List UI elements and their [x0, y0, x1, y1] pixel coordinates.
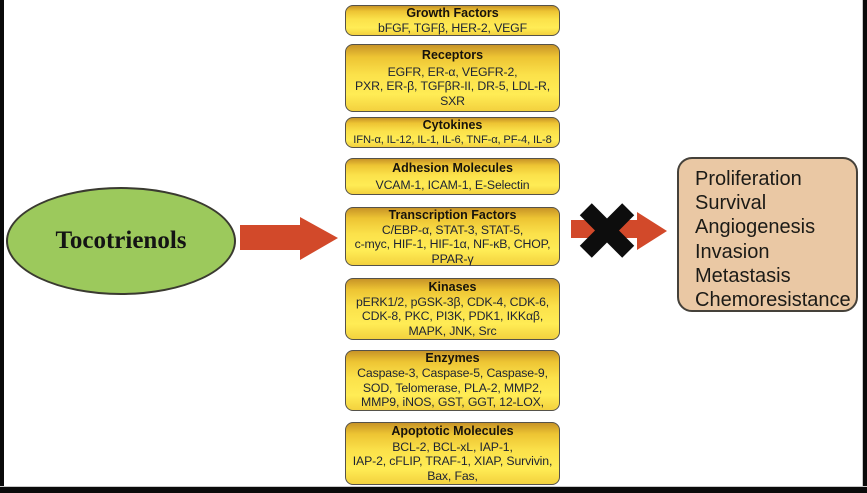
box-items: EGFR, ER-α, VEGFR-2, PXR, ER-β, TGFβR-II… — [354, 64, 551, 108]
target-box-cytokines: Cytokines IFN-α, IL-12, IL-1, IL-6, TNF-… — [345, 117, 560, 148]
frame-bar-right — [862, 0, 867, 493]
subject-label: Tocotrienols — [55, 227, 187, 254]
target-box-transcription-factors: Transcription Factors C/EBP-α, STAT-3, S… — [345, 207, 560, 266]
outcome-line: Proliferation — [695, 168, 802, 190]
outcomes-box: Proliferation Survival Angiogenesis Inva… — [677, 157, 858, 312]
box-title: Enzymes — [425, 351, 480, 366]
inhibition-x-icon — [579, 203, 635, 258]
target-box-enzymes: Enzymes Caspase-3, Caspase-5, Caspase-9,… — [345, 350, 560, 411]
outcome-line: Chemoresistance — [695, 289, 851, 312]
box-title: Growth Factors — [406, 6, 499, 20]
box-items: pERK1/2, pGSK-3β, CDK-4, CDK-6, CDK-8, P… — [355, 294, 550, 338]
outcome-line: Invasion — [695, 240, 770, 263]
outcome-line: Metastasis — [695, 264, 791, 287]
frame-bar-bottom — [0, 486, 867, 493]
box-title: Receptors — [421, 47, 484, 62]
box-title: Kinases — [428, 279, 477, 294]
box-items: bFGF, TGFβ, HER-2, VEGF — [378, 20, 527, 35]
outcome-line: Survival — [695, 192, 767, 215]
box-items: IFN-α, IL-12, IL-1, IL-6, TNF-α, PF-4, I… — [353, 133, 552, 146]
target-box-adhesion-molecules: Adhesion Molecules VCAM-1, ICAM-1, E-Sel… — [345, 158, 560, 195]
frame-bar-left — [0, 0, 4, 493]
box-items: VCAM-1, ICAM-1, E-Selectin — [375, 177, 530, 192]
target-box-receptors: Receptors EGFR, ER-α, VEGFR-2, PXR, ER-β… — [345, 44, 560, 112]
box-title: Cytokines — [422, 118, 483, 132]
box-items: Caspase-3, Caspase-5, Caspase-9, SOD, Te… — [357, 366, 548, 410]
box-title: Adhesion Molecules — [392, 161, 513, 175]
outcome-line: Angiogenesis — [695, 216, 816, 239]
box-items: C/EBP-α, STAT-3, STAT-5, c-myc, HIF-1, H… — [354, 222, 551, 266]
box-items: BCL-2, BCL-xL, IAP-1, IAP-2, cFLIP, TRAF… — [352, 439, 553, 483]
box-title: Apoptotic Molecules — [391, 424, 514, 438]
target-box-growth-factors: Growth Factors bFGF, TGFβ, HER-2, VEGF — [345, 5, 560, 36]
tocotrienols-ellipse: Tocotrienols — [6, 187, 236, 295]
arrow-right-icon — [240, 217, 338, 260]
target-box-kinases: Kinases pERK1/2, pGSK-3β, CDK-4, CDK-6, … — [345, 278, 560, 340]
target-box-apoptotic-molecules: Apoptotic Molecules BCL-2, BCL-xL, IAP-1… — [345, 422, 560, 485]
box-title: Transcription Factors — [388, 208, 517, 222]
